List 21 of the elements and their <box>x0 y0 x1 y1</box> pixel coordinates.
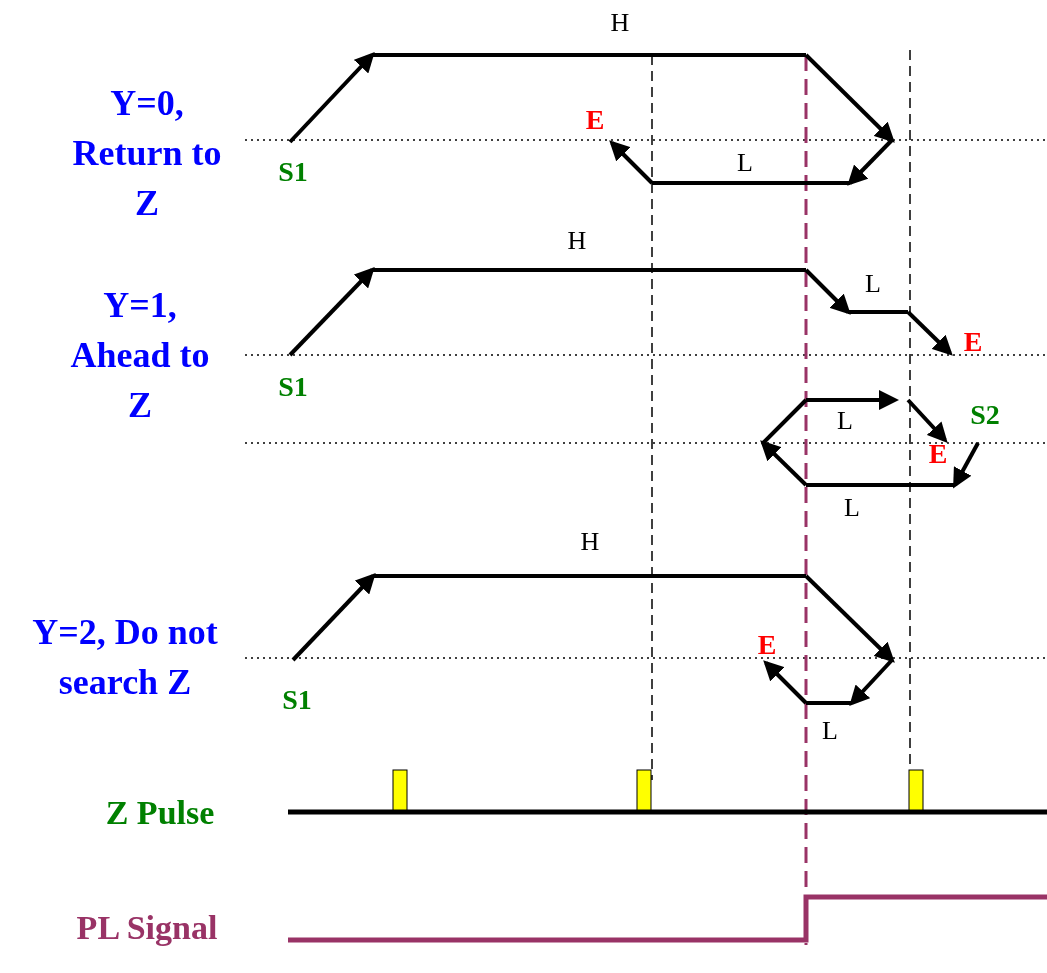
mode-label: Y=1, Ahead to Z <box>69 284 211 427</box>
signal-label: PL Signal <box>75 908 219 948</box>
signal-label: Z Pulse <box>104 792 216 833</box>
speed-label: H <box>566 224 588 257</box>
speed-label: L <box>821 714 839 747</box>
start-label: S2 <box>969 398 1001 432</box>
end-label: E <box>584 103 606 137</box>
speed-label: L <box>736 146 754 179</box>
end-label: E <box>962 325 984 359</box>
mode-label: Y=2, Do not search Z <box>31 611 219 704</box>
speed-label: L <box>843 491 861 524</box>
end-label: E <box>756 628 778 662</box>
speed-label: L <box>836 404 854 437</box>
speed-label: H <box>579 525 601 558</box>
speed-label: L <box>864 267 882 300</box>
start-label: S1 <box>281 683 313 717</box>
start-label: S1 <box>277 155 309 189</box>
speed-label: H <box>609 6 631 39</box>
start-label: S1 <box>277 370 309 404</box>
mode-label: Y=0, Return to Z <box>71 82 223 225</box>
end-label: E <box>927 437 949 471</box>
